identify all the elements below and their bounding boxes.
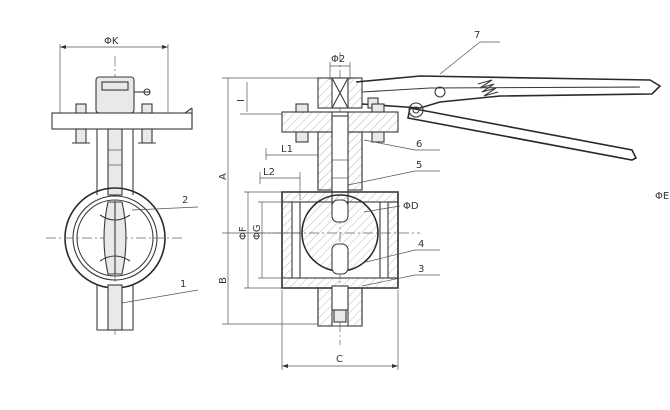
dim-a: A xyxy=(218,173,229,180)
dim-phi-e: ΦE xyxy=(655,191,669,202)
part-number-3: 3 xyxy=(418,264,424,275)
dim-phi-d: ΦD xyxy=(403,201,419,212)
dim-b: B xyxy=(218,277,229,284)
dim-phi-g: ΦG xyxy=(252,224,263,240)
dim-l2: L2 xyxy=(263,167,275,178)
part-number-5: 5 xyxy=(416,160,422,171)
dim-phi-2: Φ2 xyxy=(331,54,345,65)
dim-phi-f: ΦF xyxy=(238,226,249,240)
dim-l1: L1 xyxy=(281,144,293,155)
part-number-2: 2 xyxy=(182,195,188,206)
section-view: Φ2 7 I xyxy=(218,30,662,370)
dim-c: C xyxy=(336,354,343,365)
part-number-6: 6 xyxy=(416,139,422,150)
part-number-7: 7 xyxy=(474,30,480,41)
dim-i: I xyxy=(236,99,247,102)
dim-phi-k: ΦK xyxy=(104,36,119,47)
part-number-4: 4 xyxy=(418,239,424,250)
side-view: ΦK xyxy=(46,36,199,335)
part-number-1: 1 xyxy=(180,279,186,290)
